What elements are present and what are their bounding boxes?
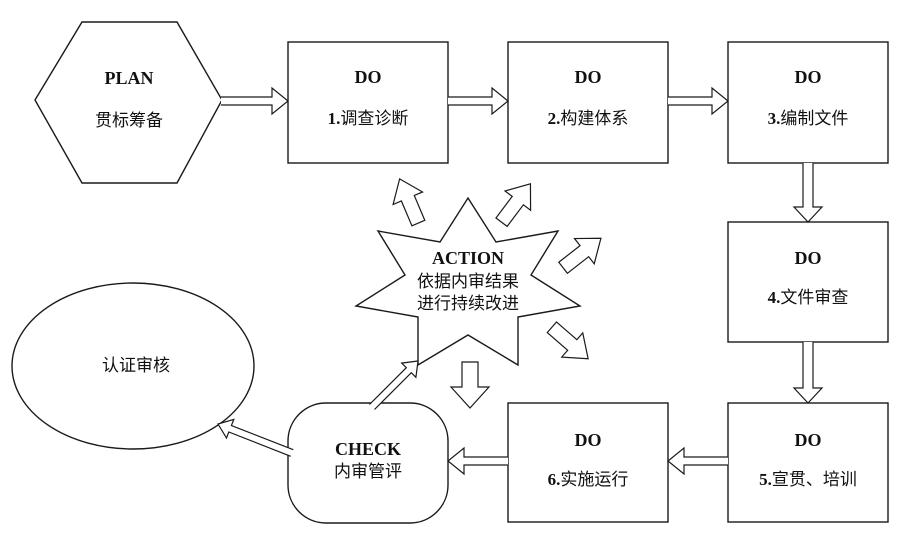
- do-box-5-shape: [727, 402, 889, 523]
- burst-arrow-top-right-icon: [495, 183, 532, 228]
- do-box-5-label: 5.宣贯、培训: [759, 470, 857, 489]
- do-box-1-label: 1.调查诊断: [328, 109, 409, 128]
- do-box-2: DO 2.构建体系: [507, 41, 669, 164]
- do-box-6: DO 6.实施运行: [507, 402, 669, 523]
- do-box-2-label: 2.构建体系: [548, 109, 629, 128]
- arrow-do5-to-do6: [667, 446, 728, 476]
- do-box-5-title: DO: [795, 430, 822, 450]
- arrow-plan-to-do1: [221, 86, 289, 116]
- do-box-4: DO 4.文件审查: [727, 221, 889, 343]
- do-box-6-label: 6.实施运行: [548, 470, 629, 489]
- do-box-3-shape: [727, 41, 889, 164]
- do-box-6-title: DO: [575, 430, 602, 450]
- arrow-do3-to-do4: [792, 163, 824, 223]
- do-box-3: DO 3.编制文件: [727, 41, 889, 164]
- do-box-4-title: DO: [795, 248, 822, 268]
- do-box-4-shape: [727, 221, 889, 343]
- plan-title: PLAN: [105, 68, 154, 88]
- check-title: CHECK: [335, 439, 401, 459]
- action-line2: 进行持续改进: [417, 294, 519, 313]
- check-node: CHECK 内审管评: [287, 402, 449, 524]
- arrow-do6-to-check: [447, 446, 508, 476]
- burst-arrow-right-icon: [557, 237, 602, 275]
- do-box-4-label: 4.文件审查: [768, 288, 849, 307]
- arrow-do4-to-do5: [792, 342, 824, 404]
- action-title: ACTION: [432, 248, 504, 268]
- do-box-6-shape: [507, 402, 669, 523]
- do-box-5: DO 5.宣贯、培训: [727, 402, 889, 523]
- check-label: 内审管评: [334, 462, 402, 481]
- action-line1: 依据内审结果: [417, 272, 519, 291]
- burst-arrow-bottom-right-icon: [546, 321, 589, 360]
- arrow-do1-to-do2: [448, 86, 509, 116]
- action-star-shape: [354, 196, 582, 367]
- check-shape: [287, 402, 449, 524]
- audit-ellipse-shape: [11, 282, 255, 450]
- do-box-2-shape: [507, 41, 669, 164]
- arrow-check-to-audit: [217, 418, 294, 457]
- hexagon-shape: [34, 21, 223, 184]
- do-box-1-title: DO: [355, 67, 382, 87]
- arrow-do2-to-do3: [668, 86, 729, 116]
- burst-arrow-top-left-icon: [392, 177, 426, 227]
- action-down-arrow: [449, 361, 491, 409]
- do-box-1: DO 1.调查诊断: [287, 41, 449, 164]
- do-box-3-title: DO: [795, 67, 822, 87]
- do-box-3-label: 3.编制文件: [768, 109, 849, 128]
- audit-label: 认证审核: [102, 356, 170, 375]
- do-box-1-shape: [287, 41, 449, 164]
- audit-ellipse-node: 认证审核: [11, 282, 255, 450]
- do-box-2-title: DO: [575, 67, 602, 87]
- plan-hexagon-node: PLAN 贯标筹备: [34, 21, 223, 184]
- plan-label: 贯标筹备: [95, 111, 163, 130]
- arrow-check-to-action: [369, 360, 419, 410]
- action-star-node: ACTION 依据内审结果 进行持续改进: [354, 196, 582, 367]
